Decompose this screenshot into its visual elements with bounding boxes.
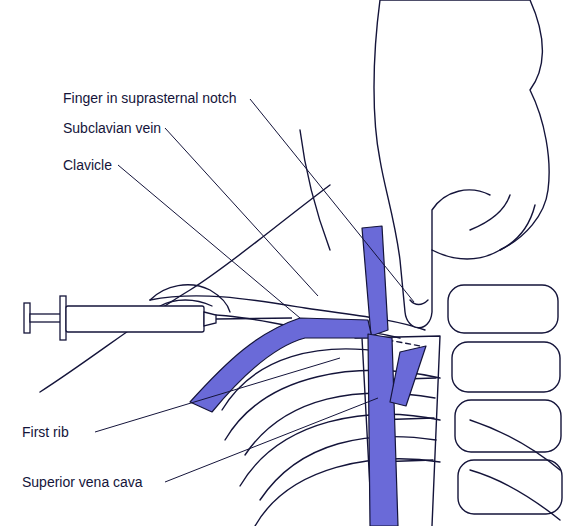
part-label: Subclavian vein: [63, 120, 161, 136]
vertebra: [448, 285, 558, 333]
syringe-plunger-cap: [24, 303, 30, 333]
hand: [374, 0, 549, 328]
part-label: Superior vena cava: [22, 474, 143, 490]
part-label: First rib: [22, 424, 69, 440]
finger-outline: [432, 190, 535, 250]
needle: [216, 318, 292, 319]
syringe-plunger: [30, 314, 62, 322]
syringe-barrel: [66, 306, 204, 332]
syringe-hub: [204, 312, 216, 326]
superior-vena-cava: [368, 334, 398, 526]
vertebra: [455, 400, 561, 452]
leader-line: [165, 398, 378, 482]
brachiocephalic-vein: [390, 346, 426, 406]
part-label: Finger in suprasternal notch: [63, 90, 237, 106]
rib: [255, 459, 440, 526]
neck-outline: [300, 130, 330, 250]
rib: [470, 420, 560, 520]
leader-line: [165, 128, 318, 296]
rib: [240, 414, 440, 486]
part-label: Clavicle: [63, 157, 112, 173]
syringe-flange: [60, 296, 66, 340]
operator-finger: [160, 300, 212, 306]
leader-line: [118, 165, 300, 318]
subclavian-vein: [190, 318, 372, 412]
shoulder-outline: [40, 185, 330, 392]
vertebra: [452, 342, 560, 392]
leader-line: [250, 99, 414, 302]
leader-line: [95, 358, 340, 432]
